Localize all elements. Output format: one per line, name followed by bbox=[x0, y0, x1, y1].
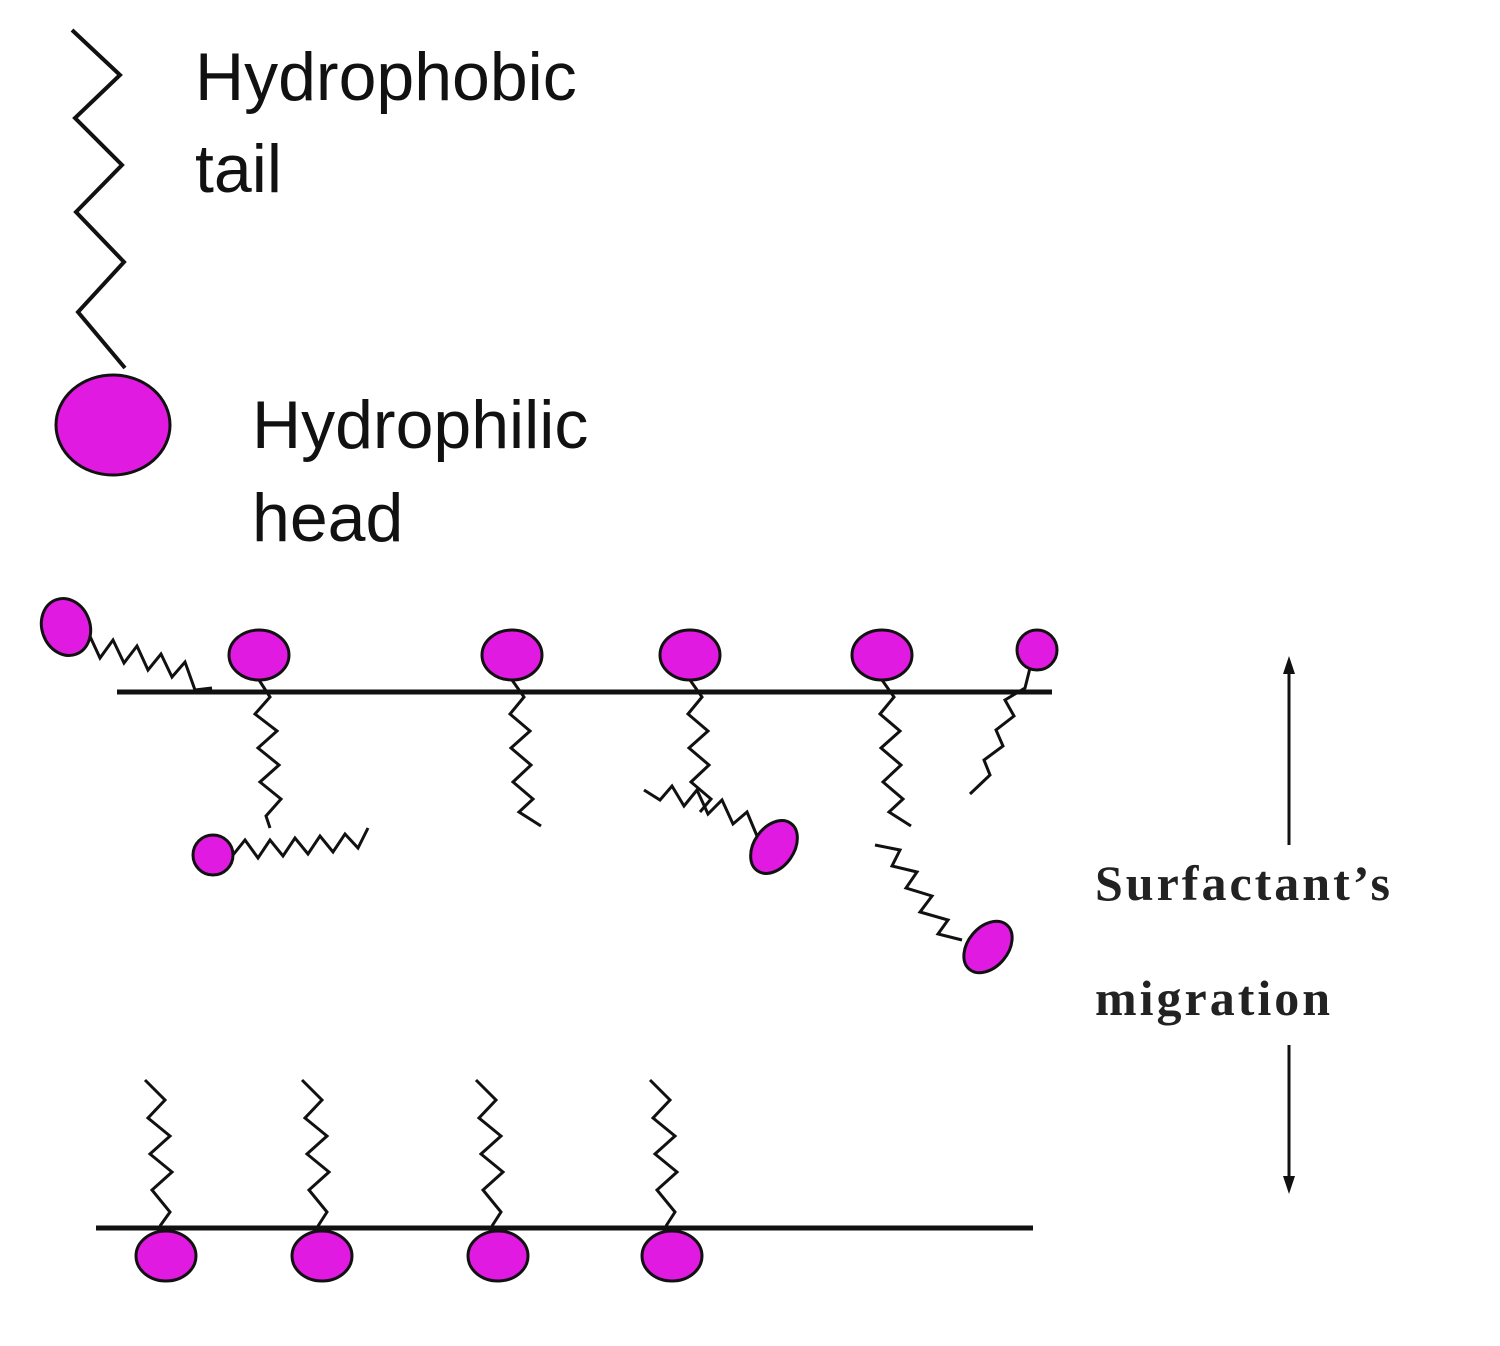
head-label-line-1: Hydrophilic bbox=[252, 387, 588, 463]
head-icon bbox=[134, 1229, 198, 1283]
tail-icon bbox=[877, 679, 912, 828]
migration-label-line-2: migration bbox=[1095, 970, 1333, 1026]
surfactant-molecule bbox=[290, 1078, 354, 1283]
legend-head-icon bbox=[54, 373, 172, 477]
surfactant-molecule bbox=[480, 628, 544, 828]
surfactant-molecule bbox=[643, 783, 799, 875]
tail-icon bbox=[252, 679, 284, 829]
head-label: Hydrophilic head bbox=[252, 387, 607, 556]
tail-icon bbox=[643, 783, 759, 837]
head-icon bbox=[658, 628, 722, 682]
legend-tail-icon bbox=[70, 28, 127, 370]
tail-icon bbox=[648, 1078, 680, 1227]
head-icon bbox=[962, 919, 1014, 975]
tail-icon bbox=[968, 667, 1032, 796]
tail-label: Hydrophobic tail bbox=[195, 39, 596, 207]
head-icon bbox=[191, 833, 235, 877]
head-icon bbox=[1015, 628, 1059, 672]
tail-icon bbox=[143, 1078, 175, 1227]
surfactant-molecule bbox=[850, 628, 914, 828]
upper-interface bbox=[39, 597, 1059, 975]
head-icon bbox=[466, 1229, 530, 1283]
surfactant-molecule bbox=[191, 827, 370, 877]
tail-icon bbox=[300, 1078, 332, 1227]
tail-icon bbox=[874, 843, 963, 942]
head-label-line-2: head bbox=[252, 480, 403, 556]
surfactant-molecule bbox=[134, 1078, 198, 1283]
tail-label-line-1: Hydrophobic bbox=[195, 39, 577, 115]
tail-icon bbox=[507, 679, 542, 828]
arrow-down-head-icon bbox=[1283, 1176, 1295, 1194]
surfactant-molecule bbox=[466, 1078, 530, 1283]
head-icon bbox=[480, 628, 544, 682]
surfactant-molecule bbox=[640, 1078, 704, 1283]
tail-label-line-2: tail bbox=[195, 131, 282, 207]
head-icon bbox=[640, 1229, 704, 1283]
tail-icon bbox=[231, 827, 370, 861]
surfactant-molecule bbox=[658, 628, 722, 813]
tail-icon bbox=[86, 631, 213, 692]
surfactant-molecule bbox=[227, 628, 291, 829]
migration-label: Surfactant’s migration bbox=[1095, 855, 1409, 1026]
tail-icon bbox=[685, 679, 714, 813]
head-icon bbox=[39, 597, 93, 657]
surfactant-molecule bbox=[874, 843, 1014, 975]
head-icon bbox=[290, 1229, 354, 1283]
surfactant-molecule bbox=[968, 628, 1059, 796]
legend: Hydrophobic tail Hydrophilic head bbox=[54, 28, 607, 556]
head-icon bbox=[850, 628, 914, 682]
tail-icon bbox=[474, 1078, 506, 1227]
arrow-up-head-icon bbox=[1283, 656, 1295, 674]
migration-label-line-1: Surfactant’s bbox=[1095, 855, 1393, 911]
lower-interface bbox=[96, 1078, 1033, 1283]
migration-indicator: Surfactant’s migration bbox=[1095, 656, 1409, 1194]
surfactant-molecule bbox=[39, 597, 213, 692]
head-icon bbox=[749, 819, 799, 875]
head-icon bbox=[227, 628, 291, 682]
